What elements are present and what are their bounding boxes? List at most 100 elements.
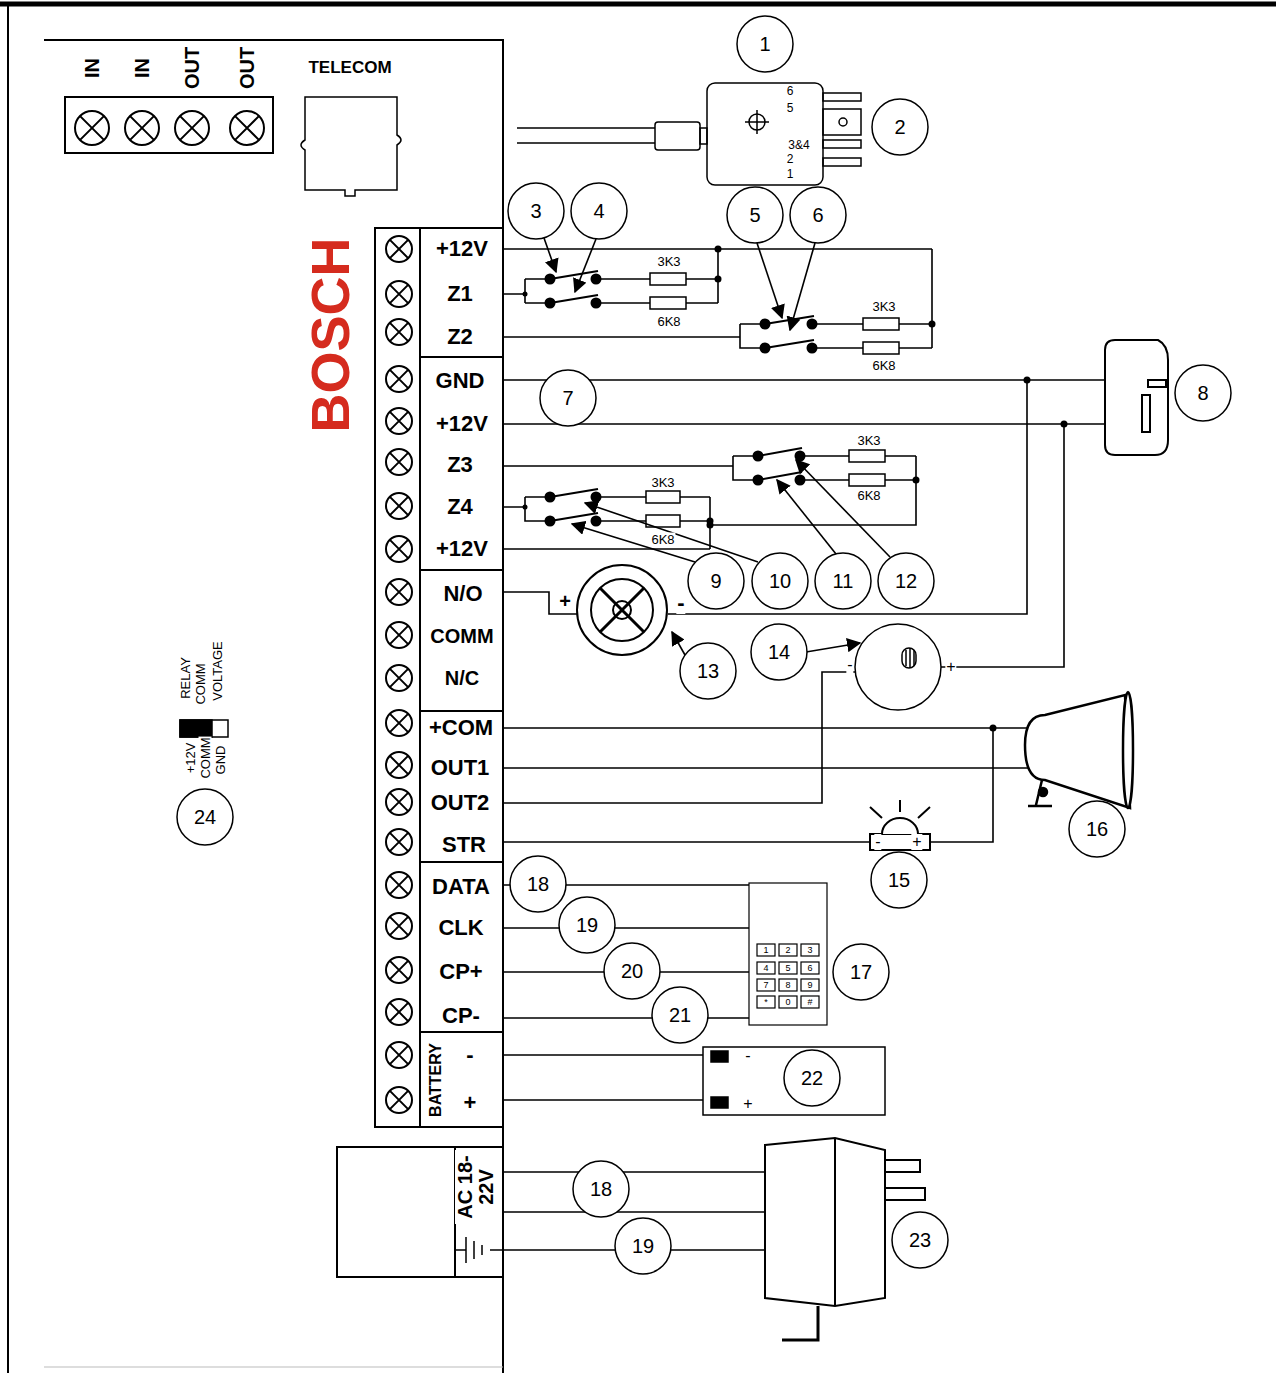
resistor-value: 3K3: [650, 476, 675, 489]
telecom-socket: [301, 97, 401, 196]
callout-circle: [573, 1161, 629, 1217]
label-text: TELECOM: [307, 59, 392, 76]
callout-number: 17: [849, 962, 873, 982]
terminal-strip: [386, 493, 412, 519]
callout-circle: [871, 852, 927, 908]
buzzer: [906, 648, 914, 668]
terminal-strip: [386, 789, 412, 815]
callout-circle: [1069, 801, 1125, 857]
battery: [711, 1051, 728, 1062]
terminal-name: Z1: [446, 283, 474, 305]
phone-terminal-block: [130, 116, 154, 140]
terminal-strip: [386, 408, 412, 434]
label-text: -: [874, 834, 881, 850]
battery: [703, 1047, 885, 1115]
link-jumper: [180, 720, 228, 737]
leader-arrow: [544, 238, 556, 272]
terminal-strip: [386, 366, 412, 392]
callout-circle: [737, 16, 793, 72]
label-text: 1: [762, 946, 769, 955]
battery: [703, 1047, 885, 1115]
terminal-strip: [386, 829, 412, 855]
terminal-strip: [390, 1046, 408, 1064]
terminal-strip: [390, 1091, 408, 1109]
strobe-light: [870, 834, 930, 850]
page-border: [44, 1367, 503, 1368]
callout-circle: [833, 944, 889, 1000]
callout-circle: [652, 987, 708, 1043]
page-border: [0, 2, 1276, 7]
callout-number: 6: [811, 205, 824, 225]
switch-symbol: [592, 299, 601, 308]
leader-arrow: [572, 524, 695, 562]
strobe-light: [870, 800, 930, 818]
callout-number: 19: [631, 1236, 655, 1256]
keypad: [757, 962, 775, 974]
keypad: [757, 979, 775, 991]
leader-arrow: [575, 239, 596, 292]
buzzer: [855, 624, 941, 710]
label-text: +: [911, 834, 922, 850]
label-text: 5: [786, 102, 795, 114]
label-text: *: [763, 998, 769, 1007]
brand-logo: BOSCH: [303, 236, 357, 433]
resistor-value: 6K8: [871, 359, 896, 372]
callout-circle: [815, 553, 871, 609]
terminal-name: COMM: [429, 626, 494, 646]
plug-pack: [885, 1160, 920, 1172]
terminal-name: GND: [435, 370, 486, 392]
label-text: +12V: [184, 742, 197, 775]
callout-number: 23: [908, 1230, 932, 1250]
terminal-strip: [375, 228, 503, 1127]
relay-connector: [823, 140, 861, 148]
terminal-strip: [390, 453, 408, 471]
telecom-socket: [301, 97, 401, 196]
callout-number: 7: [561, 388, 574, 408]
terminal-strip: [390, 497, 408, 515]
resistor-symbol: [646, 273, 899, 527]
resistor-value: 3K3: [871, 300, 896, 313]
phone-terminal-block: [65, 97, 273, 153]
label-text: +: [742, 1096, 753, 1112]
callout-circle: [751, 624, 807, 680]
relay-connector: [517, 128, 655, 143]
ac-input-block: [337, 1147, 503, 1277]
pir-detector: [1148, 380, 1166, 387]
switch-symbol: [758, 472, 802, 480]
terminal-strip: [390, 714, 408, 732]
resistor-value: 3K3: [656, 255, 681, 268]
terminal-name: CP+: [438, 961, 483, 983]
keypad: [749, 883, 827, 1025]
junction-dot: [929, 321, 936, 328]
label-text: 6: [786, 85, 795, 97]
leader-arrow: [806, 643, 860, 652]
buzzer: [855, 624, 941, 710]
terminal-strip: [390, 323, 408, 341]
terminal-name: Z4: [446, 496, 474, 518]
label-text: 7: [762, 981, 769, 990]
terminal-name: OUT1: [430, 757, 491, 779]
relay-connector: [823, 158, 861, 166]
keypad: [757, 996, 775, 1008]
label-text: +: [558, 591, 572, 611]
terminal-name: CP-: [441, 1005, 481, 1027]
terminal-name: AC 18-22V: [455, 1150, 497, 1224]
pir-detector: [1105, 340, 1168, 455]
terminal-strip: [386, 999, 412, 1025]
speaker: [591, 579, 653, 641]
switch-symbol: [808, 320, 817, 329]
terminal-strip: [375, 228, 503, 1127]
relay-connector: [823, 109, 861, 135]
horn-siren: [1123, 692, 1133, 808]
terminal-strip: [386, 665, 412, 691]
plug-pack: [765, 1138, 885, 1306]
junction-dot: [1061, 421, 1068, 428]
relay-connector: [823, 93, 861, 101]
switch-symbol: [765, 340, 814, 348]
terminal-strip: [386, 622, 412, 648]
callout-circle: [615, 1218, 671, 1274]
resistor-symbol: [863, 318, 899, 330]
terminal-strip: [386, 536, 412, 562]
relay-connector: [745, 110, 769, 134]
